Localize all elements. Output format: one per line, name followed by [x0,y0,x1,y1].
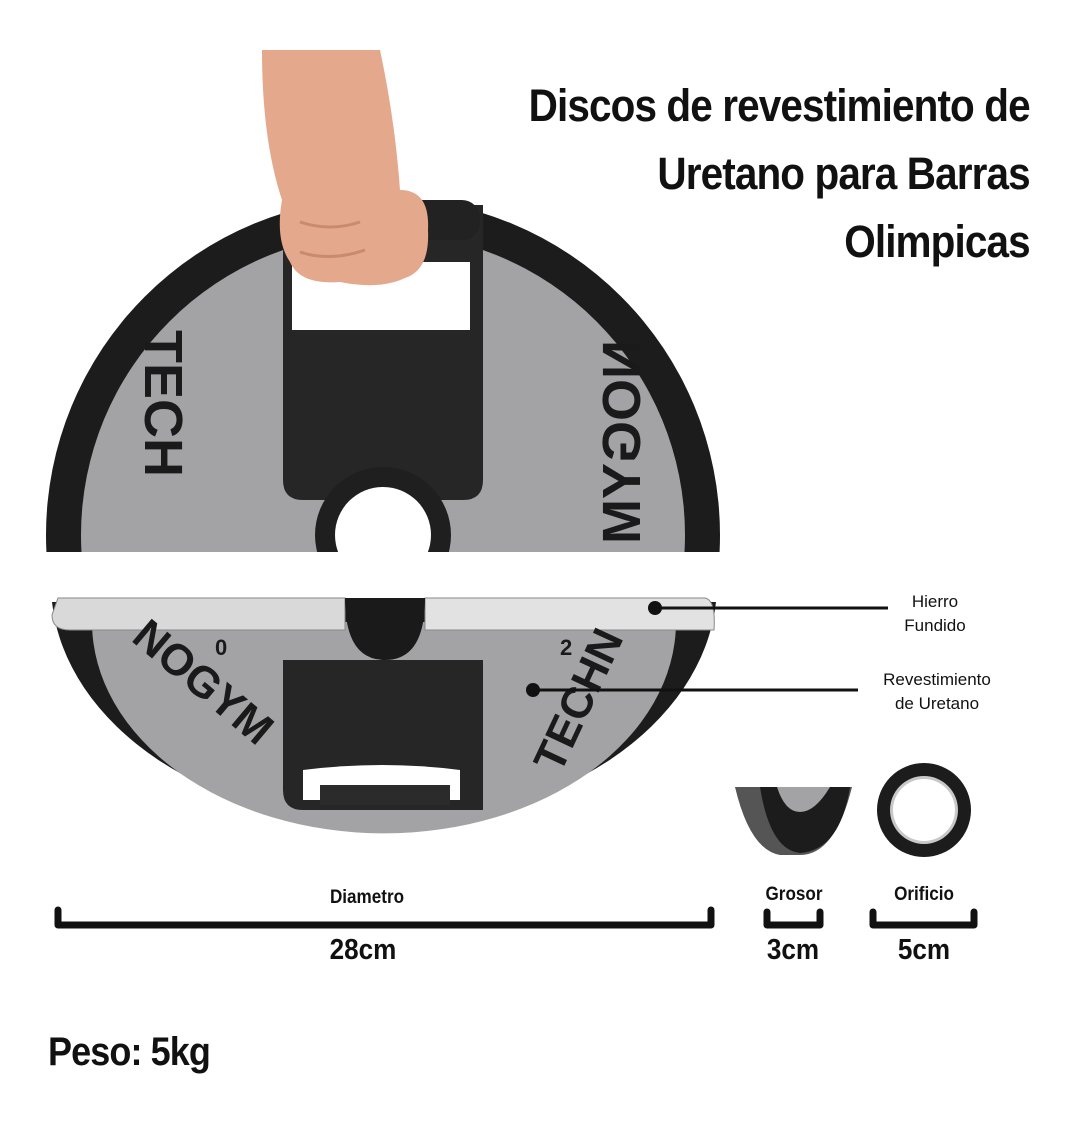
callout-coating-label: Revestimiento de Uretano [883,668,991,716]
diameter-label: Diametro [329,887,405,908]
thickness-value: 3cm [766,934,820,966]
top-plate-image: TECH NOGYM [46,50,720,552]
callout-iron-line-1: Hierro [911,592,959,611]
diameter-value: 28cm [329,934,397,966]
plate-marking-2: 2 [560,635,572,660]
plate-logo-left: TECH [133,330,193,477]
callout-iron-line-2: Fundido [904,616,966,635]
callout-iron-label: Hierro Fundido [904,590,965,638]
hole-bracket [869,908,978,929]
weight-label: Peso: 5kg [48,1030,211,1074]
diameter-bracket [54,906,715,929]
hole-ring-image [877,763,971,857]
thickness-profile-image [735,787,852,855]
hole-label: Orificio [894,884,954,905]
title-line-3: Olimpicas [844,216,1031,267]
thickness-label: Grosor [765,884,823,905]
callout-dot-iron [648,601,662,615]
hole-value: 5cm [897,934,951,966]
callout-coating-line-2: de Uretano [894,694,980,713]
hand-image [262,50,429,286]
callout-dot-coating [526,683,540,697]
callout-coating-line-1: Revestimiento [883,670,991,689]
title-line-1: Discos de revestimiento de [528,80,1031,131]
plate-logo-right: NOGYM [592,340,652,544]
thickness-bracket [763,908,824,929]
page-title: Discos de revestimiento de Uretano para … [528,72,1031,276]
title-line-2: Uretano para Barras [657,148,1031,199]
plate-marking-0: 0 [215,635,227,660]
bottom-plate-image: NOGYM TECHN 0 2 [51,597,716,834]
